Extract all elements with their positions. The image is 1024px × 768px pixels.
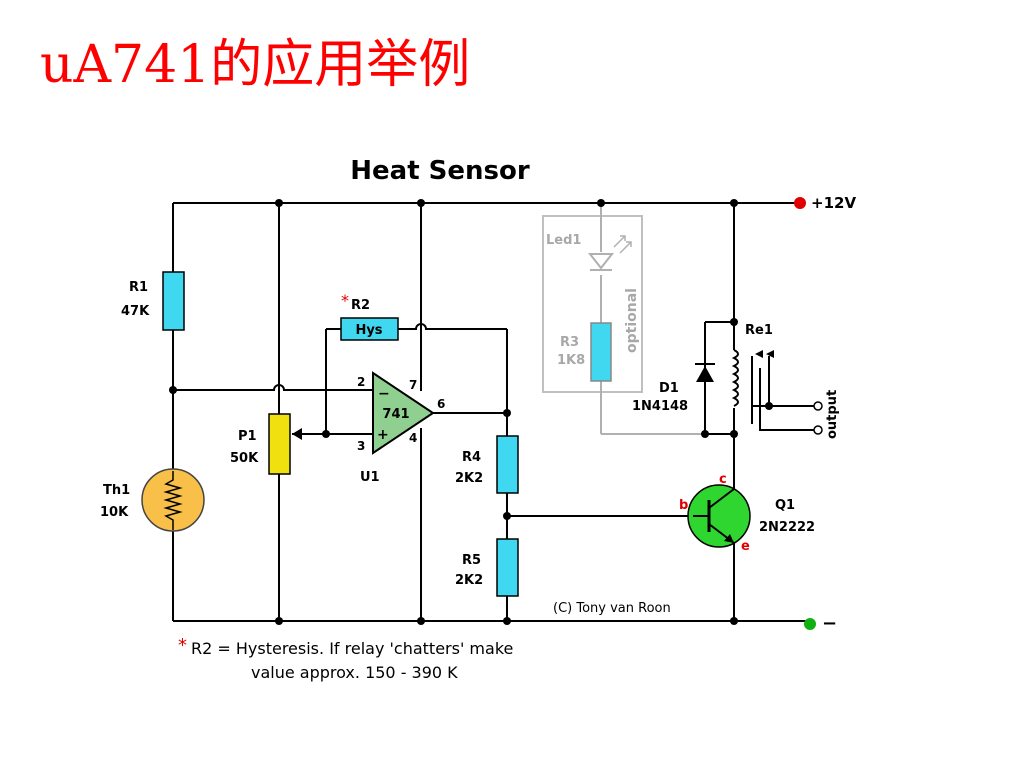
r1-value: 47K [121, 304, 150, 319]
footnote-line-1: R2 = Hysteresis. If relay 'chatters' mak… [191, 639, 513, 658]
output-terminal-2 [813, 425, 823, 435]
r3-value: 1K8 [557, 353, 585, 368]
copyright-text: (C) Tony van Roon [553, 601, 671, 616]
r5-resistor-icon [496, 538, 519, 597]
r1-label: R1 [129, 280, 148, 295]
junction-dots [169, 199, 773, 625]
opamp-plus-sign: + [377, 427, 389, 443]
r5-label: R5 [462, 553, 481, 568]
r2-resistor-icon [340, 317, 399, 341]
q1-label: Q1 [775, 498, 795, 513]
r3-label: R3 [560, 335, 579, 350]
re1-contact-icon [755, 350, 774, 358]
r2-label: R2 [351, 298, 370, 313]
supply-negative-label: − [822, 613, 837, 634]
led1-label: Led1 [546, 233, 581, 248]
supply-positive-label: +12V [811, 194, 856, 212]
r4-value: 2K2 [455, 471, 483, 486]
p1-label: P1 [238, 429, 257, 444]
r2-star: * [341, 291, 349, 310]
r4-label: R4 [462, 450, 481, 465]
opamp-pin-4: 4 [409, 431, 417, 445]
re1-label: Re1 [745, 323, 773, 338]
opamp-pin-6: 6 [437, 397, 445, 411]
opamp-pin-2: 2 [357, 375, 365, 389]
d1-diode-icon [695, 363, 715, 382]
p1-potentiometer-icon [268, 413, 302, 475]
optional-box [542, 215, 643, 393]
output-label: output [825, 390, 840, 439]
re1-relay-coil-icon [731, 349, 739, 407]
wires [172, 202, 815, 622]
opamp-pin-3: 3 [357, 439, 365, 453]
optional-led-section: Led1 R3 1K8 optional [542, 203, 705, 435]
slide-title: uA741的应用举例 [40, 35, 471, 95]
q1-pin-c: c [719, 472, 727, 487]
diagram-title: Heat Sensor [350, 156, 530, 186]
d1-label: D1 [659, 381, 679, 396]
r4-resistor-icon [496, 435, 519, 494]
r1-resistor-icon [162, 271, 185, 331]
footnote-line-2: value approx. 150 - 390 K [251, 663, 458, 682]
opamp-pin-7: 7 [409, 378, 417, 392]
q1-pin-b: b [679, 498, 688, 513]
th1-label: Th1 [103, 483, 130, 498]
output-terminal-1 [813, 401, 823, 411]
r3-resistor-icon [590, 322, 612, 382]
d1-value: 1N4148 [632, 399, 688, 414]
r2-value: Hys [355, 323, 382, 338]
optional-label: optional [624, 288, 640, 353]
opamp-minus-sign: − [378, 386, 390, 402]
opamp-value: 741 [382, 407, 409, 422]
th1-value: 10K [100, 505, 129, 520]
u1-label: U1 [360, 470, 380, 485]
q1-pin-e: e [741, 539, 750, 554]
supply-negative-terminal [804, 618, 816, 630]
q1-transistor-icon [687, 484, 751, 548]
q1-value: 2N2222 [759, 520, 815, 535]
led-icon [587, 235, 632, 271]
opamp-u1-icon [372, 371, 435, 455]
p1-value: 50K [230, 451, 259, 466]
footnote-star: * [178, 635, 187, 656]
supply-positive-terminal [794, 197, 806, 209]
r5-value: 2K2 [455, 573, 483, 588]
thermistor-icon [141, 468, 205, 532]
